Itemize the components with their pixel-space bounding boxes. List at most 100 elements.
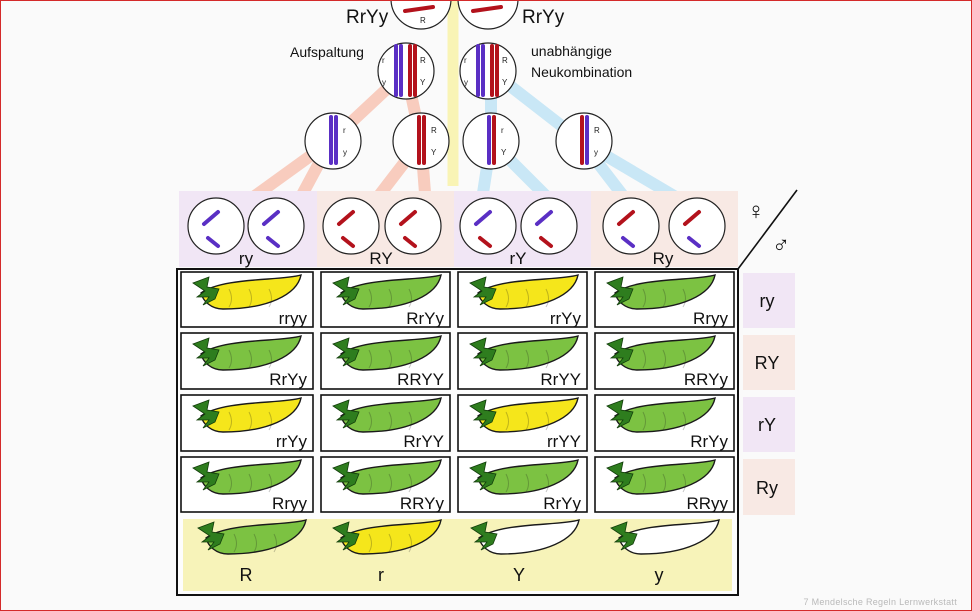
- allele-letter: Y: [431, 148, 437, 157]
- chromosome: [206, 236, 220, 248]
- pod-calyx: [192, 461, 220, 491]
- pea-pod-icon: [469, 459, 579, 495]
- pod-seed-line: [545, 473, 549, 493]
- genotype-label: RrYY: [540, 370, 581, 389]
- chromosome: [403, 5, 435, 13]
- chromosome: [683, 210, 701, 226]
- pod-calyx: [469, 337, 497, 367]
- pod-seed-line: [248, 473, 252, 493]
- pod-calyx: [332, 521, 360, 551]
- pea-pod-icon: [469, 335, 579, 371]
- punnett-cell-r3-c4: RrYy: [594, 394, 735, 452]
- genotype-label: RrYy: [690, 432, 728, 451]
- pea-pod-icon: [192, 459, 302, 495]
- pod-seed-line: [228, 411, 232, 431]
- parent-cells: R: [390, 1, 519, 30]
- pod-seed-line: [682, 349, 686, 369]
- genotype-label: Rryy: [693, 309, 728, 328]
- punnett-cell-r3-c1: rrYy: [180, 394, 314, 452]
- pod-seed-line: [662, 288, 666, 308]
- allele-letter: R: [594, 126, 600, 135]
- corner-diagonal-line: [737, 189, 798, 270]
- pod-seed-line: [408, 349, 412, 369]
- allele-letter: y: [594, 148, 598, 157]
- pod-calyx: [606, 276, 634, 306]
- pod-calyx: [192, 337, 220, 367]
- pod-seed-line: [525, 349, 529, 369]
- pod-calyx: [192, 276, 220, 306]
- genotype-label: RrYy: [543, 494, 581, 513]
- legend-item-4: y: [610, 519, 720, 585]
- allele-letter: R: [420, 56, 426, 65]
- recombination-label-line2: Neukombination: [531, 64, 632, 80]
- pod-seed-line: [662, 473, 666, 493]
- pod-calyx: [469, 276, 497, 306]
- cell-circle: [322, 197, 380, 255]
- parent-left-genotype: RrYy: [346, 7, 389, 28]
- pod-seed-line: [505, 288, 509, 308]
- punnett-cell-r1-c2: RrYy: [320, 271, 451, 328]
- punnett-cell-r3-c3: rrYY: [457, 394, 588, 452]
- pod-calyx: [610, 521, 638, 551]
- allele-letter: Y: [501, 148, 507, 157]
- pea-pod-icon: [469, 397, 579, 433]
- pod-seed-line: [253, 533, 257, 553]
- punnett-cell-r4-c3: RrYy: [457, 456, 588, 513]
- pod-seed-line: [273, 533, 277, 553]
- pod-seed-line: [662, 349, 666, 369]
- chromosome: [266, 236, 280, 248]
- pod-seed-line: [408, 288, 412, 308]
- pod-seed-line: [388, 533, 392, 553]
- allele-letter: r: [464, 56, 467, 65]
- row-label-3: rY: [758, 415, 776, 435]
- gamete-col-label-4: Ry: [653, 249, 674, 268]
- chromosome: [535, 210, 553, 226]
- allele-letter: R: [502, 56, 508, 65]
- pea-pod-icon: [332, 459, 442, 495]
- legend-label: r: [378, 565, 384, 585]
- recombination-label-line1: unabhängige: [531, 43, 612, 59]
- row-label-box-4: [743, 459, 795, 515]
- gamete-col-label-3: rY: [510, 249, 527, 268]
- pod-seed-line: [545, 288, 549, 308]
- male-symbol: ♂: [772, 232, 790, 259]
- pod-seed-line: [268, 288, 272, 308]
- genotype-label: rryy: [279, 309, 308, 328]
- genotype-label: RrYy: [269, 370, 307, 389]
- allele-letter: y: [382, 78, 386, 87]
- parent-cell-left: [390, 1, 452, 30]
- pod-calyx: [606, 399, 634, 429]
- pod-seed-line: [642, 473, 646, 493]
- allele-letter: y: [464, 78, 468, 87]
- chromosome: [262, 210, 280, 226]
- allele-letter: y: [343, 148, 347, 157]
- punnett-cell-r2-c3: RrYY: [457, 332, 588, 390]
- cell-circle: [187, 197, 245, 255]
- pod-seed-line: [545, 349, 549, 369]
- gamete-cell-5: [459, 197, 517, 255]
- genotype-label: RrYY: [403, 432, 444, 451]
- row-label-box-3: [743, 397, 795, 452]
- allele-letter: Y: [420, 78, 426, 87]
- gamete-cell-6: [520, 197, 578, 255]
- legend-item-2: r: [332, 519, 442, 585]
- genotype-label: rrYY: [547, 432, 581, 451]
- gamete-cell-3: [322, 197, 380, 255]
- pea-pod-icon: [610, 519, 720, 555]
- meiosis2-cell-1: ry: [304, 112, 362, 170]
- genotype-label: RRYy: [400, 494, 445, 513]
- cell-circle: [459, 197, 517, 255]
- pea-pod-icon: [332, 397, 442, 433]
- chromosome: [337, 210, 355, 226]
- legend-item-1: R: [197, 519, 307, 585]
- chromosome: [474, 210, 492, 226]
- pea-pod-icon: [192, 335, 302, 371]
- legend-label: y: [655, 565, 664, 585]
- allele-letter: r: [382, 56, 385, 65]
- pod-calyx: [332, 461, 360, 491]
- pea-pod-icon: [470, 519, 580, 555]
- pea-pod-icon: [332, 519, 442, 555]
